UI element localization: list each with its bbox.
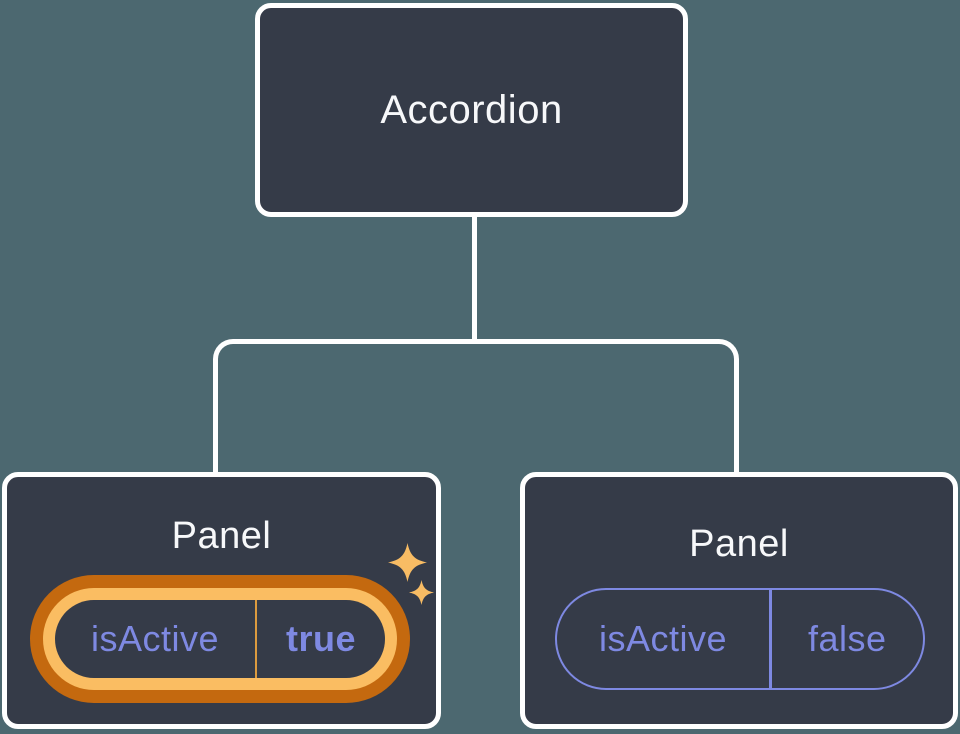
prop-pill-inactive: isActive false (555, 588, 925, 690)
connector-bracket (213, 339, 739, 473)
node-panel-inactive: Panel isActive false (520, 472, 958, 729)
panel-title: Panel (689, 523, 789, 565)
prop-value-label: false (807, 618, 887, 659)
sparkle-large-icon (388, 543, 427, 582)
prop-name-label: isActive (598, 618, 728, 659)
prop-name-label: isActive (90, 618, 220, 659)
panel-title: Panel (171, 515, 272, 557)
prop-pill-active-body: isActive true (55, 600, 385, 678)
connector-stem (472, 216, 477, 341)
node-accordion: Accordion (255, 3, 688, 217)
prop-divider (769, 590, 772, 688)
prop-pill-active: isActive true (30, 575, 410, 703)
prop-pill-active-ring: isActive true (43, 588, 397, 690)
prop-divider (255, 600, 257, 678)
sparkle-small-icon (409, 580, 434, 605)
node-panel-active: Panel isActive true (2, 472, 441, 729)
prop-value-label: true (285, 618, 356, 659)
node-accordion-label: Accordion (380, 87, 563, 132)
